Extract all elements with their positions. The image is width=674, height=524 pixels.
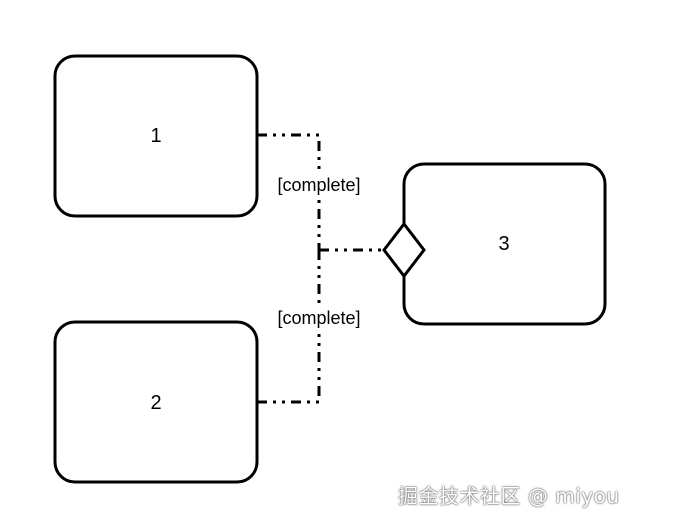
watermark-text: 掘金技术社区 @ miyou [398, 484, 620, 508]
node-3-label: 3 [498, 233, 509, 255]
edge-2-label: [complete] [277, 308, 360, 328]
join-diamond[interactable] [382, 221, 426, 279]
node-2-label: 2 [150, 392, 161, 414]
node-1[interactable] [53, 54, 259, 218]
edge-2-to-join [257, 250, 321, 404]
edge-label-bg-2 [266, 305, 372, 329]
edge-1-label: [complete] [277, 175, 360, 195]
edge-1-to-join [257, 133, 321, 250]
node-1-label: 1 [150, 125, 161, 147]
edge-label-bg-1 [266, 172, 372, 196]
node-2[interactable] [53, 320, 259, 484]
